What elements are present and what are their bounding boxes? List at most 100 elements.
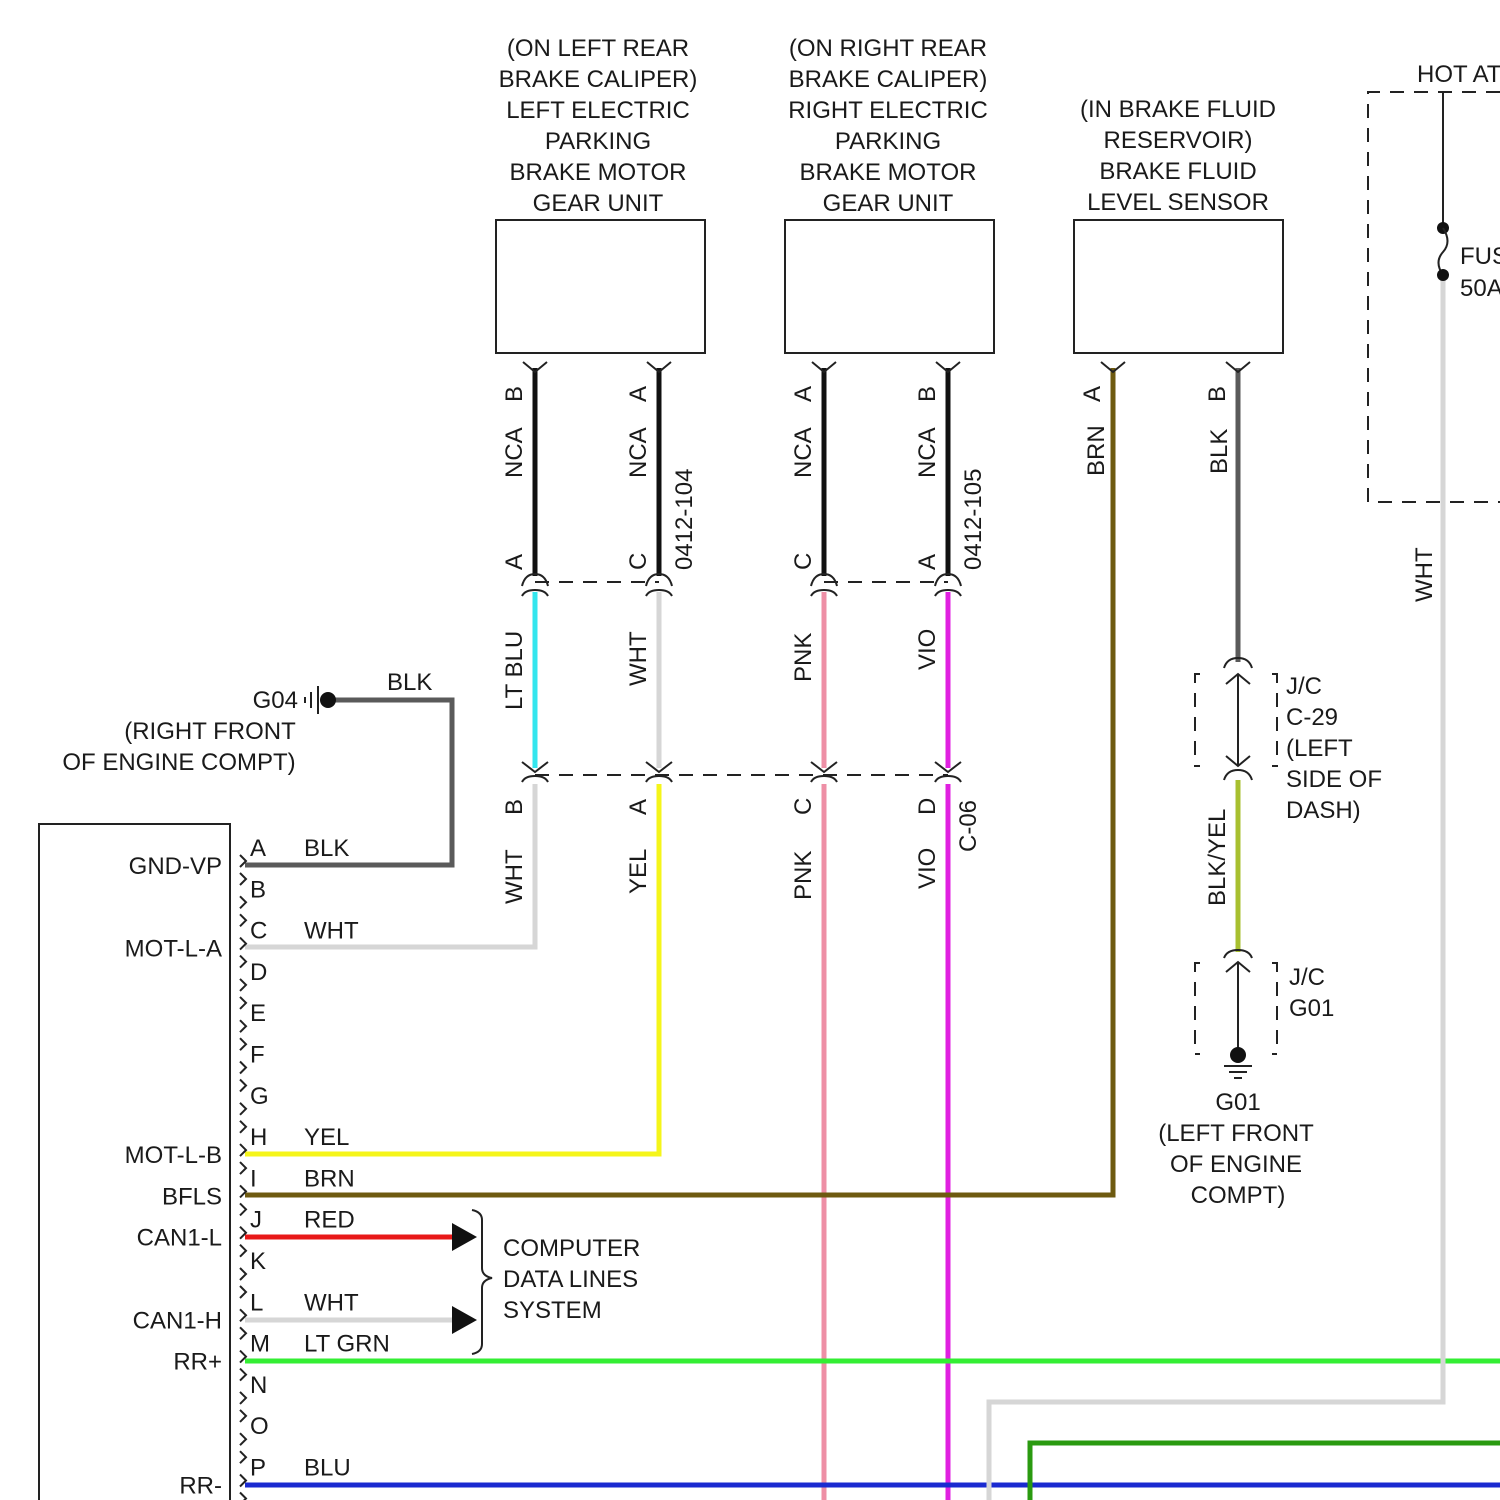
- right-motor-label-line: (ON RIGHT REAR: [789, 35, 987, 62]
- module-wire-color-label: YEL: [304, 1124, 349, 1151]
- lower-wire-4-color: VIO: [914, 848, 941, 889]
- module-pin-letter: M: [250, 1331, 270, 1358]
- module-signal-name: GND-VP: [129, 853, 222, 880]
- module-pin-letter: C: [250, 918, 267, 945]
- g01-label-line: OF ENGINE: [1170, 1151, 1302, 1178]
- module-pin-letter: P: [250, 1455, 266, 1482]
- jc29-outline: [1195, 674, 1277, 766]
- g01-label-line: (LEFT FRONT: [1158, 1120, 1314, 1147]
- pin-connector-icon: [240, 997, 246, 1009]
- pin-connector-icon: [240, 1080, 246, 1092]
- pin-connector-icon: [240, 896, 246, 908]
- module-pin-letter: O: [250, 1413, 269, 1440]
- connector-c06-label: C-06: [955, 800, 982, 852]
- connector-0412-105-label: 0412-105: [960, 469, 987, 570]
- rm-a-pin-bottom: C: [790, 553, 817, 570]
- g04-location-line: OF ENGINE COMPT): [62, 749, 295, 776]
- pin-connector-icon: [240, 1245, 246, 1257]
- pin-connector-icon: [240, 956, 246, 968]
- lower-wire-2-pin: A: [625, 799, 652, 815]
- module-signal-name: RR-: [179, 1473, 222, 1500]
- blk-yel-wire-label: BLK/YEL: [1204, 809, 1231, 906]
- fs-a-pin-top: A: [1079, 386, 1106, 402]
- left-motor-label-line: BRAKE CALIPER): [499, 66, 698, 93]
- data-lines-label-line: COMPUTER: [503, 1235, 640, 1262]
- pin-connector-icon: [240, 1162, 246, 1174]
- mid-wire-1-color: LT BLU: [501, 631, 528, 710]
- module-signal-name: MOT-L-A: [125, 936, 222, 963]
- left-motor-label: (ON LEFT REAR BRAKE CALIPER) LEFT ELECTR…: [499, 35, 698, 217]
- upper-wire-labels: B NCA A A NCA C 0412-104 A NCA C B NCA A…: [501, 386, 1233, 570]
- lower-wire-3-color: PNK: [790, 851, 817, 900]
- module-signal-name: CAN1-L: [137, 1225, 222, 1252]
- fluid-sensor-label-line: RESERVOIR): [1104, 127, 1253, 154]
- module-pin-letter: E: [250, 1000, 266, 1027]
- right-motor-label-line: BRAKE CALIPER): [789, 66, 988, 93]
- pin-connector-icon: [240, 1369, 246, 1381]
- pin-connector-icon: [240, 1203, 246, 1215]
- lower-wire-1-pin: B: [501, 799, 528, 815]
- pin-connector-icon: [240, 1121, 246, 1133]
- junction-c29: J/C C-29 (LEFT SIDE OF DASH): [1195, 658, 1382, 824]
- pin-connector-icon: [240, 914, 246, 926]
- data-lines-label-line: DATA LINES: [503, 1266, 638, 1293]
- module-pin-letter: N: [250, 1372, 267, 1399]
- jc29-label-line: (LEFT: [1286, 735, 1353, 762]
- module-pin-letter: B: [250, 876, 266, 903]
- jc-g01-label-line: J/C: [1289, 964, 1325, 991]
- fs-b-pin-top: B: [1204, 386, 1231, 402]
- module-pin-letter: K: [250, 1248, 266, 1275]
- connector-0412-104-label: 0412-104: [671, 469, 698, 570]
- g04-wire-color: BLK: [387, 669, 432, 696]
- module-pin-letter: G: [250, 1083, 269, 1110]
- g04-id: G04: [253, 687, 298, 714]
- lm-a-color: NCA: [625, 427, 652, 478]
- module-pin-letter: A: [250, 835, 266, 862]
- g01-label-line: COMPT): [1191, 1182, 1286, 1209]
- lm-b-pin-bottom: A: [501, 554, 528, 570]
- left-motor-label-line: (ON LEFT REAR: [507, 35, 689, 62]
- mid-wire-3-color: PNK: [790, 633, 817, 682]
- module-pin-letter: I: [250, 1165, 257, 1192]
- module-wire-color-label: WHT: [304, 918, 359, 945]
- wht-feed-label: WHT: [1411, 547, 1438, 602]
- pin-connector-icon: [240, 1392, 246, 1404]
- component-pin-chevrons: [523, 362, 1250, 372]
- lower-wire-1-color: WHT: [501, 849, 528, 904]
- wire-dk-grn: [1030, 1443, 1500, 1500]
- module-signal-name: CAN1-H: [133, 1307, 222, 1334]
- wires: [245, 280, 1500, 1500]
- pin-connector-icon: [240, 1103, 246, 1115]
- computer-data-lines: COMPUTER DATA LINES SYSTEM: [452, 1210, 640, 1354]
- jc29-label-line: J/C: [1286, 673, 1322, 700]
- fs-b-color: BLK: [1206, 429, 1233, 474]
- module-wire-color-label: BLK: [304, 835, 349, 862]
- lower-wire-2-color: YEL: [625, 849, 652, 894]
- module-signal-name: MOT-L-B: [125, 1142, 222, 1169]
- junction-g01: J/C G01 G01 (LEFT FRONT OF ENGINE COMPT): [1158, 950, 1334, 1209]
- module-signal-name: RR+: [173, 1349, 222, 1376]
- can1-h-arrow-icon: [452, 1306, 477, 1334]
- pin-connector-icon: [240, 1410, 246, 1422]
- fluid-sensor-label-line: (IN BRAKE FLUID: [1080, 96, 1276, 123]
- fuse-label-line: FUS: [1460, 243, 1500, 270]
- can1-l-arrow-icon: [452, 1223, 477, 1251]
- jc29-label-line: C-29: [1286, 704, 1338, 731]
- pin-connector-icon: [240, 1433, 246, 1445]
- g01-label-line: G01: [1215, 1089, 1260, 1116]
- right-motor-label-line: BRAKE MOTOR: [800, 159, 977, 186]
- jc29-bottom-chevron: [1224, 770, 1252, 780]
- data-lines-brace: [472, 1210, 492, 1354]
- mid-wire-2-color: WHT: [625, 631, 652, 686]
- fs-a-color: BRN: [1083, 425, 1110, 476]
- jc-g01-label-line: G01: [1289, 995, 1334, 1022]
- lower-wire-labels: B WHT A YEL C PNK D VIO C-06: [501, 798, 982, 904]
- rm-b-pin-bottom: A: [914, 554, 941, 570]
- left-motor-label-line: GEAR UNIT: [533, 190, 664, 217]
- pin-connector-icon: [240, 1268, 246, 1280]
- lm-a-pin-top: A: [625, 386, 652, 402]
- fluid-sensor-label-line: BRAKE FLUID: [1099, 158, 1256, 185]
- pin-connector-icon: [240, 1286, 246, 1298]
- pin-connector-icon: [240, 1493, 246, 1500]
- module-pin-letter: F: [250, 1042, 265, 1069]
